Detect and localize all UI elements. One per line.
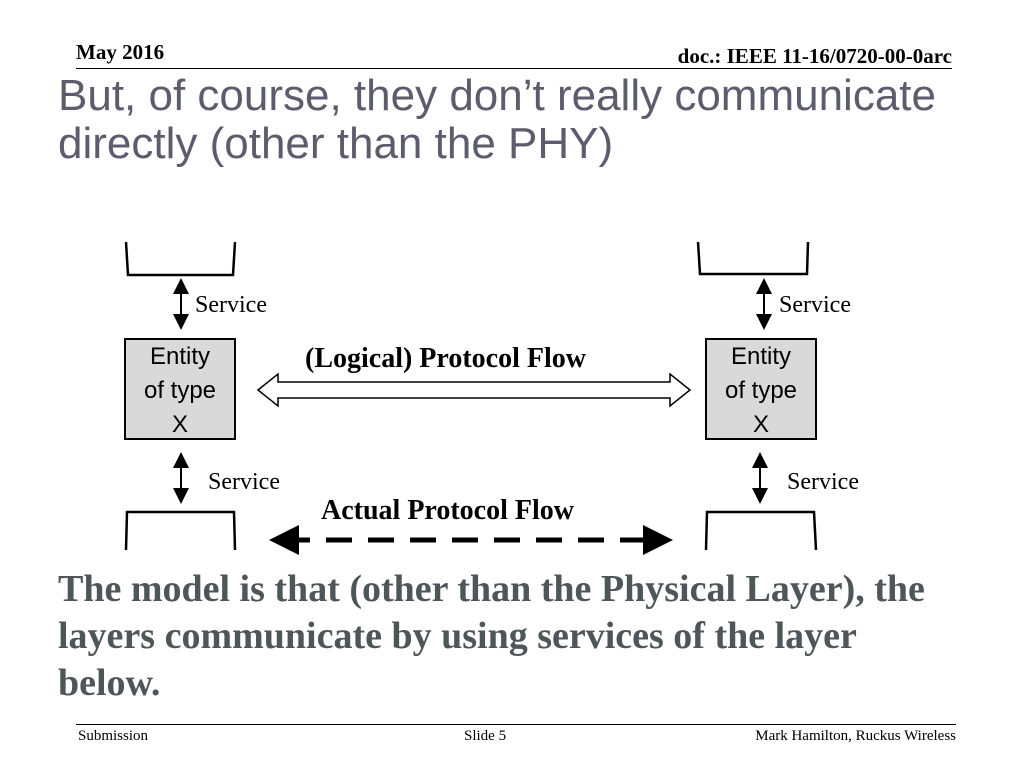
header-rule	[76, 68, 952, 69]
upper-right-layer-bracket	[696, 241, 810, 276]
body-text: The model is that (other than the Physic…	[58, 568, 925, 704]
entity-left-line-2: of type	[143, 377, 217, 404]
lower-right-layer-bracket	[704, 510, 818, 551]
upper-left-layer-bracket	[124, 241, 237, 277]
service-label-lower-left: Service	[208, 469, 280, 495]
logical-protocol-flow-arrow	[256, 372, 692, 408]
logical-flow-label: (Logical) Protocol Flow	[305, 343, 586, 374]
header-date: May 2016	[76, 40, 165, 64]
service-label-upper-left: Service	[195, 292, 267, 318]
lower-left-layer-bracket	[124, 510, 237, 551]
entity-left-line-1: Entity	[149, 343, 211, 370]
entity-right-line-1: Entity	[730, 343, 792, 370]
entity-left-line-3: X	[171, 411, 188, 438]
actual-flow-label: Actual Protocol Flow	[321, 495, 574, 526]
service-label-upper-right: Service	[779, 292, 851, 318]
service-label-lower-right: Service	[787, 469, 859, 495]
slide-title: But, of course, they don’t really commun…	[58, 71, 936, 168]
entity-box-left: Entity of type X	[124, 338, 236, 440]
footer-author: Mark Hamilton, Ruckus Wireless	[755, 728, 956, 744]
entity-right-line-3: X	[752, 411, 769, 438]
entity-box-right: Entity of type X	[705, 338, 817, 440]
footer-slide-number: Slide 5	[464, 728, 507, 744]
footer-submission: Submission	[78, 728, 149, 744]
header-doc-id: doc.: IEEE 11-16/0720-00-0arc	[677, 44, 952, 68]
entity-right-line-2: of type	[724, 377, 798, 404]
footer-rule	[76, 724, 956, 725]
